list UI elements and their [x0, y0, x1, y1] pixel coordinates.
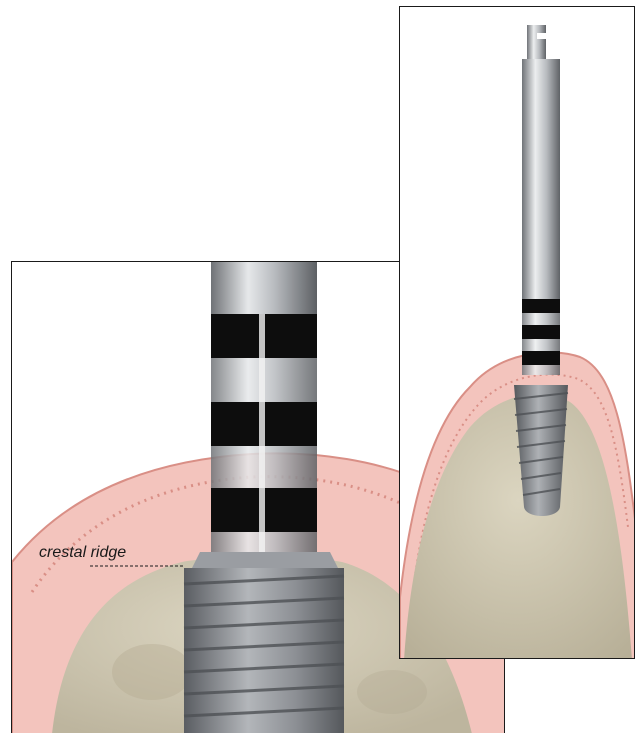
drill-tip — [527, 25, 546, 59]
overview-panel — [399, 6, 635, 659]
overview-illustration — [400, 7, 635, 659]
crestal-ridge-label: crestal ridge — [39, 544, 126, 562]
drill-shaft — [522, 59, 560, 299]
implant-collar — [192, 552, 338, 568]
drill-shaft — [211, 262, 317, 314]
